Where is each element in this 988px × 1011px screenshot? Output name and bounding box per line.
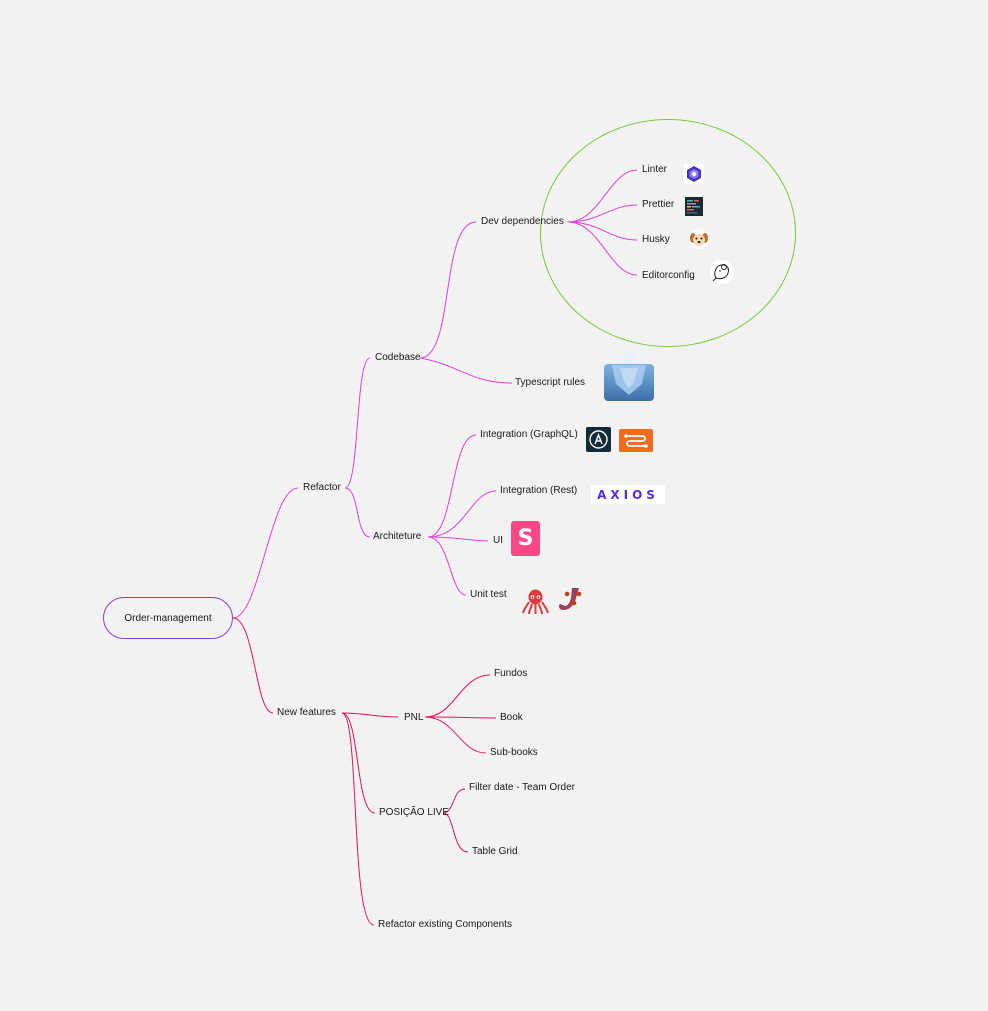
storybook-logo-text: S xyxy=(517,525,534,551)
node-typescript-rules[interactable]: Typescript rules xyxy=(515,377,586,388)
connector-arch-graphql xyxy=(427,434,477,538)
iceberg-icon xyxy=(604,348,654,401)
node-editorconfig[interactable]: Editorconfig xyxy=(642,270,695,281)
dev-dependencies-highlight-ring xyxy=(540,119,796,347)
node-refactor-existing-components[interactable]: Refactor existing Components xyxy=(378,919,512,930)
axios-logo-icon: AXIOS xyxy=(591,485,665,504)
node-table-grid[interactable]: Table Grid xyxy=(472,846,518,857)
node-linter[interactable]: Linter xyxy=(642,164,668,175)
connector-codebase-typescript xyxy=(419,357,513,384)
node-ui[interactable]: UI xyxy=(493,535,503,546)
connector-refactor-codebase xyxy=(344,357,371,489)
jest-icon xyxy=(557,586,583,613)
connector-arch-unittest xyxy=(427,536,467,596)
connector-posicao-filter xyxy=(442,788,466,814)
root-node[interactable]: Order-management xyxy=(103,597,233,639)
storybook-icon: S xyxy=(511,521,540,556)
node-sub-books[interactable]: Sub-books xyxy=(490,747,538,758)
node-integration-rest[interactable]: Integration (Rest) xyxy=(500,485,578,496)
node-pnl[interactable]: PNL xyxy=(404,712,424,723)
connector-refactor-architecture xyxy=(344,487,371,538)
connector-codebase-devdeps xyxy=(419,221,477,359)
connector-newfeatures-pnl xyxy=(341,712,399,718)
eslint-icon xyxy=(684,164,704,184)
node-fundos[interactable]: Fundos xyxy=(494,668,528,679)
node-architecture[interactable]: Architeture xyxy=(373,531,422,542)
connector-pnl-subbooks xyxy=(424,716,487,754)
connector-newfeatures-posicao xyxy=(341,712,376,814)
node-book[interactable]: Book xyxy=(500,712,523,723)
node-new-features[interactable]: New features xyxy=(277,707,336,718)
connector-posicao-grid xyxy=(442,812,469,853)
axios-logo-text: AXIOS xyxy=(597,487,659,502)
connector-root-newfeatures xyxy=(232,617,274,714)
node-husky[interactable]: Husky xyxy=(642,234,670,245)
node-posicao-live[interactable]: POSIÇÃO LIVE xyxy=(379,807,450,818)
node-unit-test[interactable]: Unit test xyxy=(470,589,507,600)
root-label: Order-management xyxy=(124,612,212,624)
node-integration-graphql[interactable]: Integration (GraphQL) xyxy=(480,429,578,440)
node-codebase[interactable]: Codebase xyxy=(375,352,421,363)
connector-arch-rest xyxy=(427,490,497,538)
connector-arch-ui xyxy=(427,536,489,542)
prettier-icon xyxy=(685,197,703,216)
connector-root-refactor xyxy=(232,487,299,619)
apollo-icon xyxy=(586,427,611,452)
editorconfig-mouse-icon xyxy=(709,259,735,285)
husky-dog-icon xyxy=(688,228,710,250)
octopus-icon xyxy=(521,587,550,616)
node-filter-date[interactable]: Filter date - Team Order xyxy=(469,782,575,793)
node-dev-dependencies[interactable]: Dev dependencies xyxy=(481,216,564,227)
node-prettier[interactable]: Prettier xyxy=(642,199,675,210)
node-refactor[interactable]: Refactor xyxy=(303,482,341,493)
graphql-route-icon xyxy=(619,429,653,452)
connector-pnl-fundos xyxy=(424,674,491,718)
connector-newfeatures-refactorcomps xyxy=(341,712,375,926)
connector-pnl-book xyxy=(424,716,497,719)
